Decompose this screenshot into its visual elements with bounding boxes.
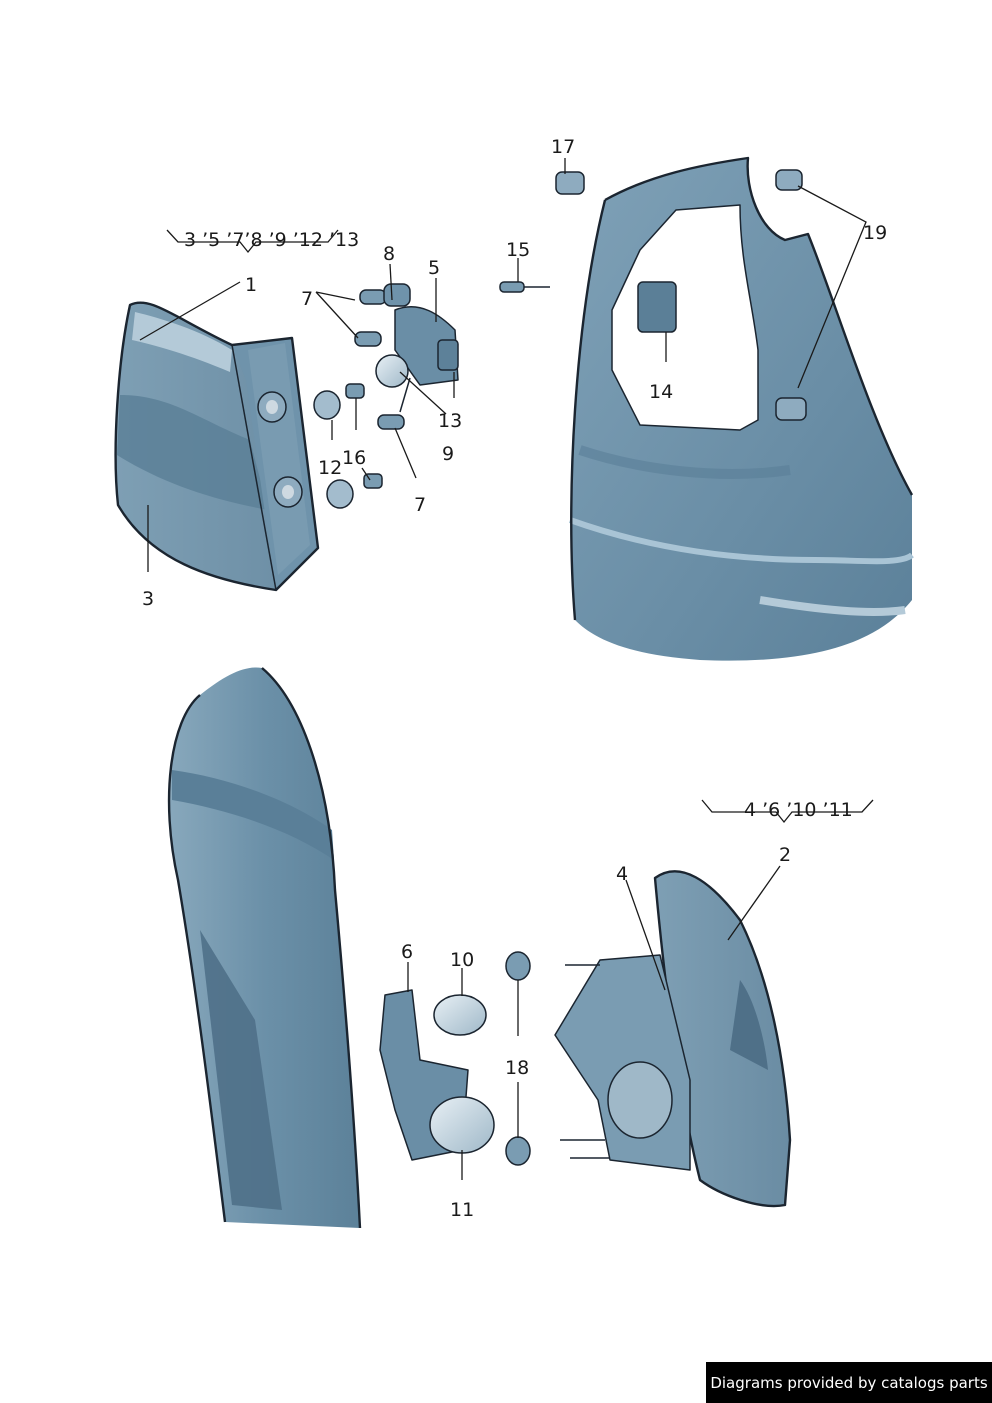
callout-7-lower: 7 xyxy=(414,494,426,516)
tail-lamp-inner-right xyxy=(554,870,792,1208)
callout-10: 10 xyxy=(450,949,474,971)
callout-9: 9 xyxy=(442,443,454,465)
callout-5: 5 xyxy=(428,257,440,279)
rear-pillar-body xyxy=(167,667,362,1229)
callout-19: 19 xyxy=(863,222,887,244)
callout-11: 11 xyxy=(450,1199,474,1221)
callout-18: 18 xyxy=(505,1057,529,1079)
caps-and-screws xyxy=(313,383,383,509)
callout-16: 16 xyxy=(342,447,366,469)
group-bracket-left xyxy=(166,229,339,254)
callout-3: 3 xyxy=(142,588,154,610)
credit-text: Diagrams provided by catalogs parts xyxy=(710,1373,988,1392)
rivet xyxy=(499,281,550,293)
tail-lamp-outer-left xyxy=(114,301,320,592)
credit-banner: Diagrams provided by catalogs parts xyxy=(706,1362,992,1403)
callout-15: 15 xyxy=(506,239,530,261)
group-label-right: 4 ’6 ’10 ’11 xyxy=(744,799,853,821)
bulb-holder-assembly xyxy=(354,283,459,430)
callout-1: 1 xyxy=(245,274,257,296)
callout-6: 6 xyxy=(401,941,413,963)
callout-7-upper: 7 xyxy=(301,288,313,310)
rear-quarter-panel xyxy=(555,156,914,661)
group-label-left: 3 ’5 ’7’8 ’9 ’12 ’13 xyxy=(184,229,359,251)
callout-13: 13 xyxy=(438,410,462,432)
callout-4: 4 xyxy=(616,863,628,885)
callout-8: 8 xyxy=(383,243,395,265)
leader-lines xyxy=(139,158,867,1180)
callout-12: 12 xyxy=(318,457,342,479)
callout-14: 14 xyxy=(649,381,673,403)
hex-nuts xyxy=(505,951,531,1166)
group-bracket-right xyxy=(701,799,874,824)
bulb-carrier xyxy=(379,989,495,1161)
callout-2: 2 xyxy=(779,844,791,866)
callout-17: 17 xyxy=(551,136,575,158)
